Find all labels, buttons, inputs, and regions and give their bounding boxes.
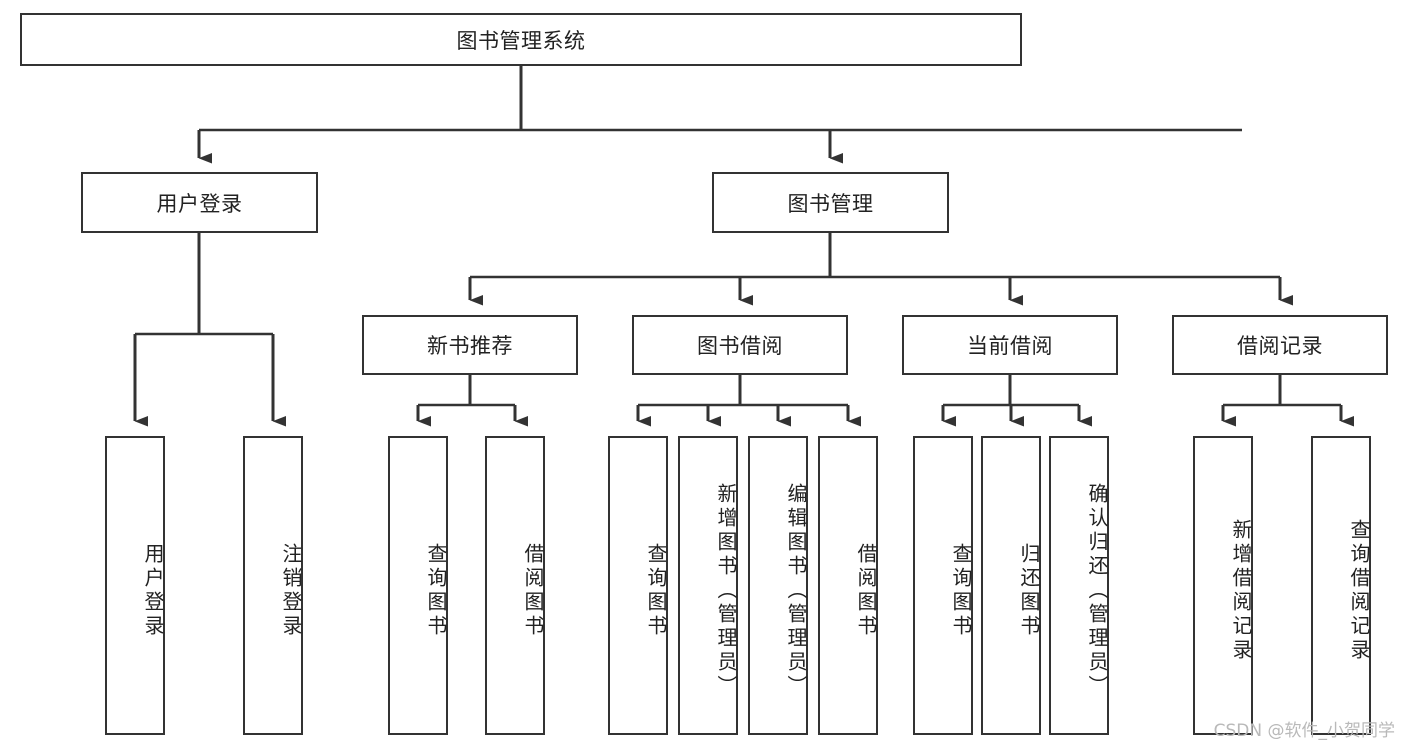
- leaf-return-book-label: 归还图书: [1017, 542, 1041, 639]
- node-new-book-recommend-label: 新书推荐: [427, 334, 513, 358]
- node-borrow-record-label: 借阅记录: [1237, 334, 1323, 358]
- node-current-borrow-label: 当前借阅: [967, 334, 1053, 358]
- leaf-edit-book-label: 编辑图书（管理员）: [784, 482, 808, 699]
- leaf-borrow-book-1-label: 借阅图书: [521, 542, 545, 639]
- leaf-add-record[interactable]: 新增借阅记录: [1193, 436, 1253, 735]
- leaf-query-book-1[interactable]: 查询图书: [388, 436, 448, 735]
- node-book-manage[interactable]: 图书管理: [712, 172, 949, 233]
- leaf-edit-book[interactable]: 编辑图书（管理员）: [748, 436, 808, 735]
- node-book-manage-label: 图书管理: [787, 191, 874, 216]
- leaf-query-book-3-label: 查询图书: [949, 542, 973, 639]
- node-new-book-recommend[interactable]: 新书推荐: [362, 315, 578, 375]
- node-root[interactable]: 图书管理系统: [20, 13, 1022, 66]
- leaf-query-book-3[interactable]: 查询图书: [913, 436, 973, 735]
- node-current-borrow[interactable]: 当前借阅: [902, 315, 1118, 375]
- node-root-label: 图书管理系统: [456, 28, 586, 53]
- node-borrow-record[interactable]: 借阅记录: [1172, 315, 1388, 375]
- leaf-user-login-label: 用户登录: [141, 542, 165, 639]
- leaf-user-login[interactable]: 用户登录: [105, 436, 165, 735]
- leaf-query-book-1-label: 查询图书: [424, 542, 448, 639]
- node-book-borrow-label: 图书借阅: [697, 334, 783, 358]
- leaf-borrow-book-2-label: 借阅图书: [854, 542, 878, 639]
- leaf-return-book[interactable]: 归还图书: [981, 436, 1041, 735]
- leaf-query-book-2-label: 查询图书: [644, 542, 668, 639]
- leaf-confirm-return[interactable]: 确认归还（管理员）: [1049, 436, 1109, 735]
- node-user-login[interactable]: 用户登录: [81, 172, 318, 233]
- leaf-confirm-return-label: 确认归还（管理员）: [1085, 482, 1109, 699]
- node-user-login-label: 用户登录: [156, 191, 243, 216]
- leaf-logout-login-label: 注销登录: [279, 542, 303, 639]
- leaf-logout-login[interactable]: 注销登录: [243, 436, 303, 735]
- watermark: CSDN @软件_小贺同学: [1213, 721, 1395, 741]
- node-book-borrow[interactable]: 图书借阅: [632, 315, 848, 375]
- leaf-query-record-label: 查询借阅记录: [1347, 518, 1371, 663]
- leaf-query-book-2[interactable]: 查询图书: [608, 436, 668, 735]
- leaf-add-book[interactable]: 新增图书（管理员）: [678, 436, 738, 735]
- leaf-add-book-label: 新增图书（管理员）: [714, 482, 738, 699]
- leaf-query-record[interactable]: 查询借阅记录: [1311, 436, 1371, 735]
- leaf-borrow-book-1[interactable]: 借阅图书: [485, 436, 545, 735]
- leaf-borrow-book-2[interactable]: 借阅图书: [818, 436, 878, 735]
- leaf-add-record-label: 新增借阅记录: [1229, 518, 1253, 663]
